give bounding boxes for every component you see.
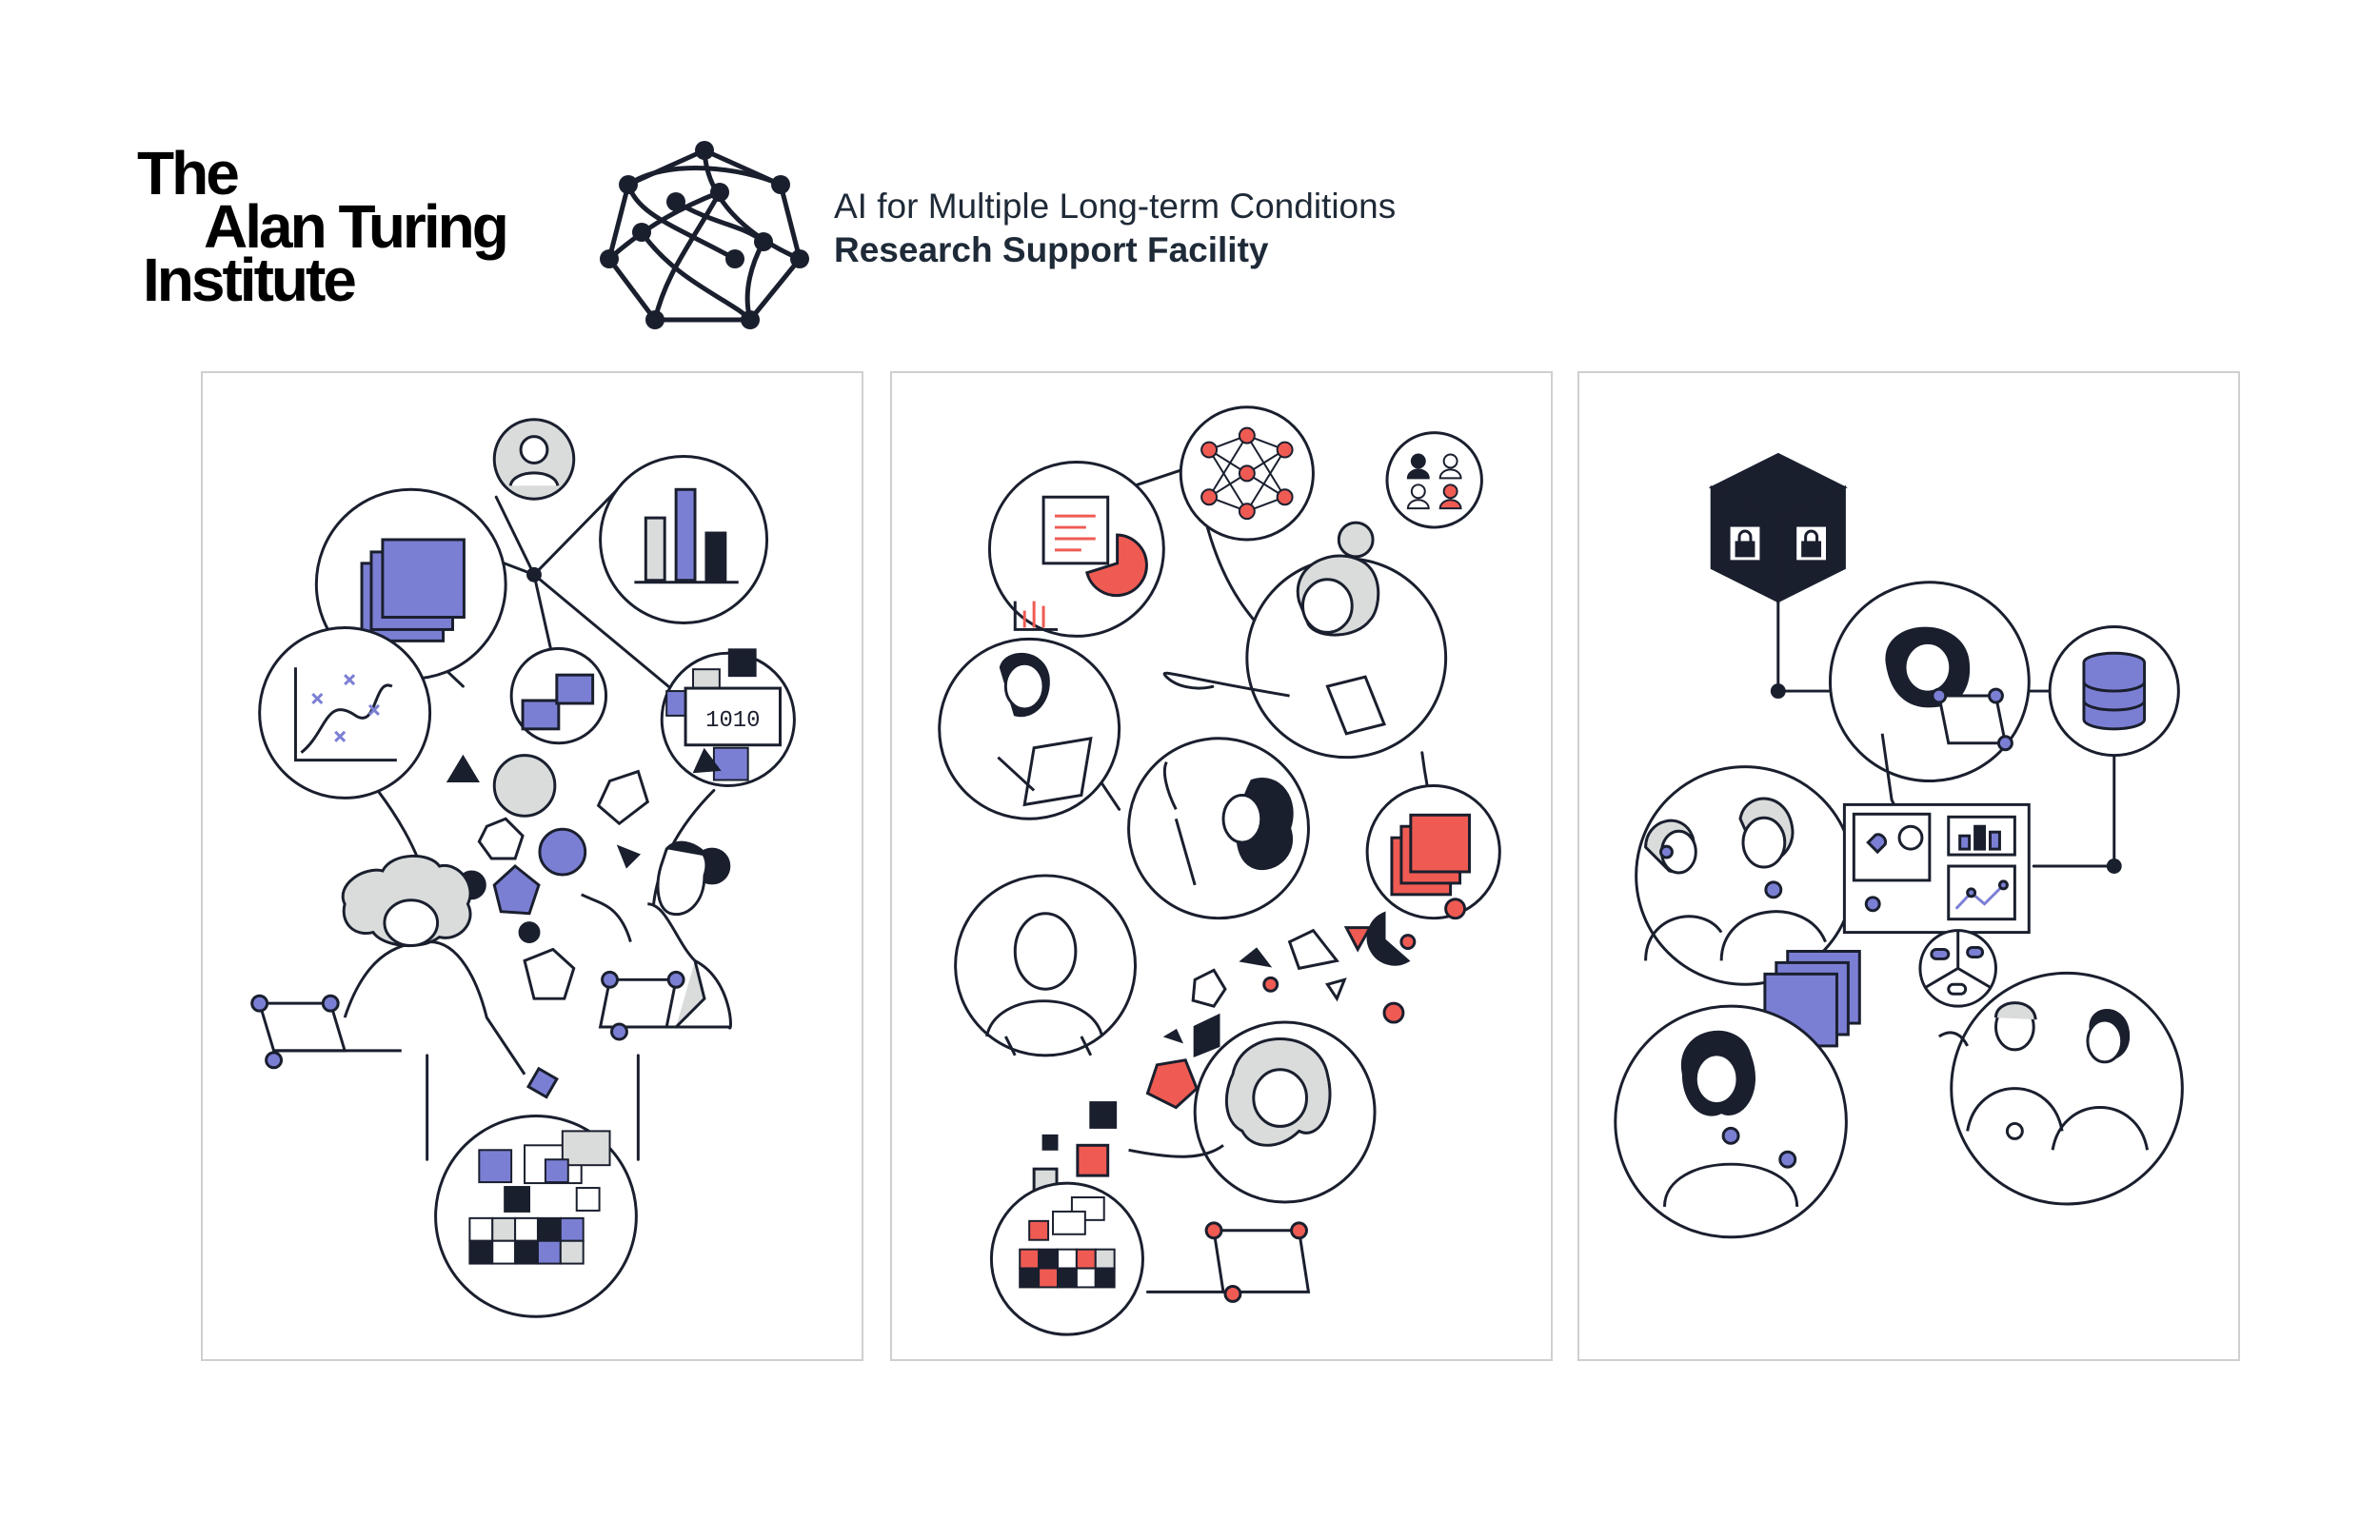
layers-icon	[314, 487, 507, 681]
data-grid-icon	[434, 1114, 638, 1318]
researcher-patient	[1614, 1004, 1848, 1239]
logo-line-3: Institute	[143, 246, 357, 314]
pills-icon	[1918, 929, 1997, 1008]
neural-network-icon	[1179, 405, 1315, 542]
secure-data-illustration	[1614, 452, 2184, 1239]
research-community-illustration	[938, 405, 1501, 1336]
illustration-panel-3	[1577, 371, 2240, 1361]
facility-title-line-1: AI for Multiple Long-term Conditions	[834, 187, 1397, 226]
network-globe-icon	[600, 141, 809, 329]
clinicians-pair	[1937, 971, 2184, 1206]
data-collaboration-illustration: 1010	[250, 418, 796, 1318]
researcher-hijab	[1828, 581, 2031, 819]
researchers-pair	[1635, 765, 1855, 986]
researcher-bald	[954, 874, 1138, 1057]
database-icon	[509, 646, 608, 745]
illustration-panel-2	[890, 371, 1553, 1361]
researcher-right	[581, 840, 732, 1041]
turing-institute-logo: The Alan Turing Institute	[135, 139, 509, 314]
data-grid-icon	[989, 1181, 1144, 1336]
layers-icon	[1365, 783, 1501, 920]
people-group-icon	[1385, 431, 1483, 529]
researcher-presenting	[1162, 521, 1448, 760]
bar-chart-icon	[599, 454, 769, 624]
facility-title-line-2: Research Support Facility	[834, 230, 1269, 269]
researcher-writing	[938, 637, 1121, 820]
binary-data-icon: 1010	[660, 648, 796, 787]
researcher-left	[250, 854, 526, 1076]
researcher-laptop	[1128, 1020, 1377, 1303]
scatter-plot-icon	[258, 625, 432, 800]
logo-line-1: The	[137, 139, 240, 207]
dashboard-icon	[1842, 802, 2031, 935]
user-icon	[492, 418, 576, 501]
illustration-panel-1: 1010	[201, 371, 863, 1361]
logo-line-2: Alan Turing	[204, 192, 509, 261]
researcher-curly-hair	[1127, 737, 1310, 920]
facility-title: AI for Multiple Long-term Conditions Res…	[834, 185, 1396, 272]
database-icon	[2048, 624, 2180, 758]
secure-box-icon	[1708, 452, 1848, 604]
report-chart-icon	[987, 460, 1165, 638]
svg-text:1010: 1010	[705, 708, 760, 734]
